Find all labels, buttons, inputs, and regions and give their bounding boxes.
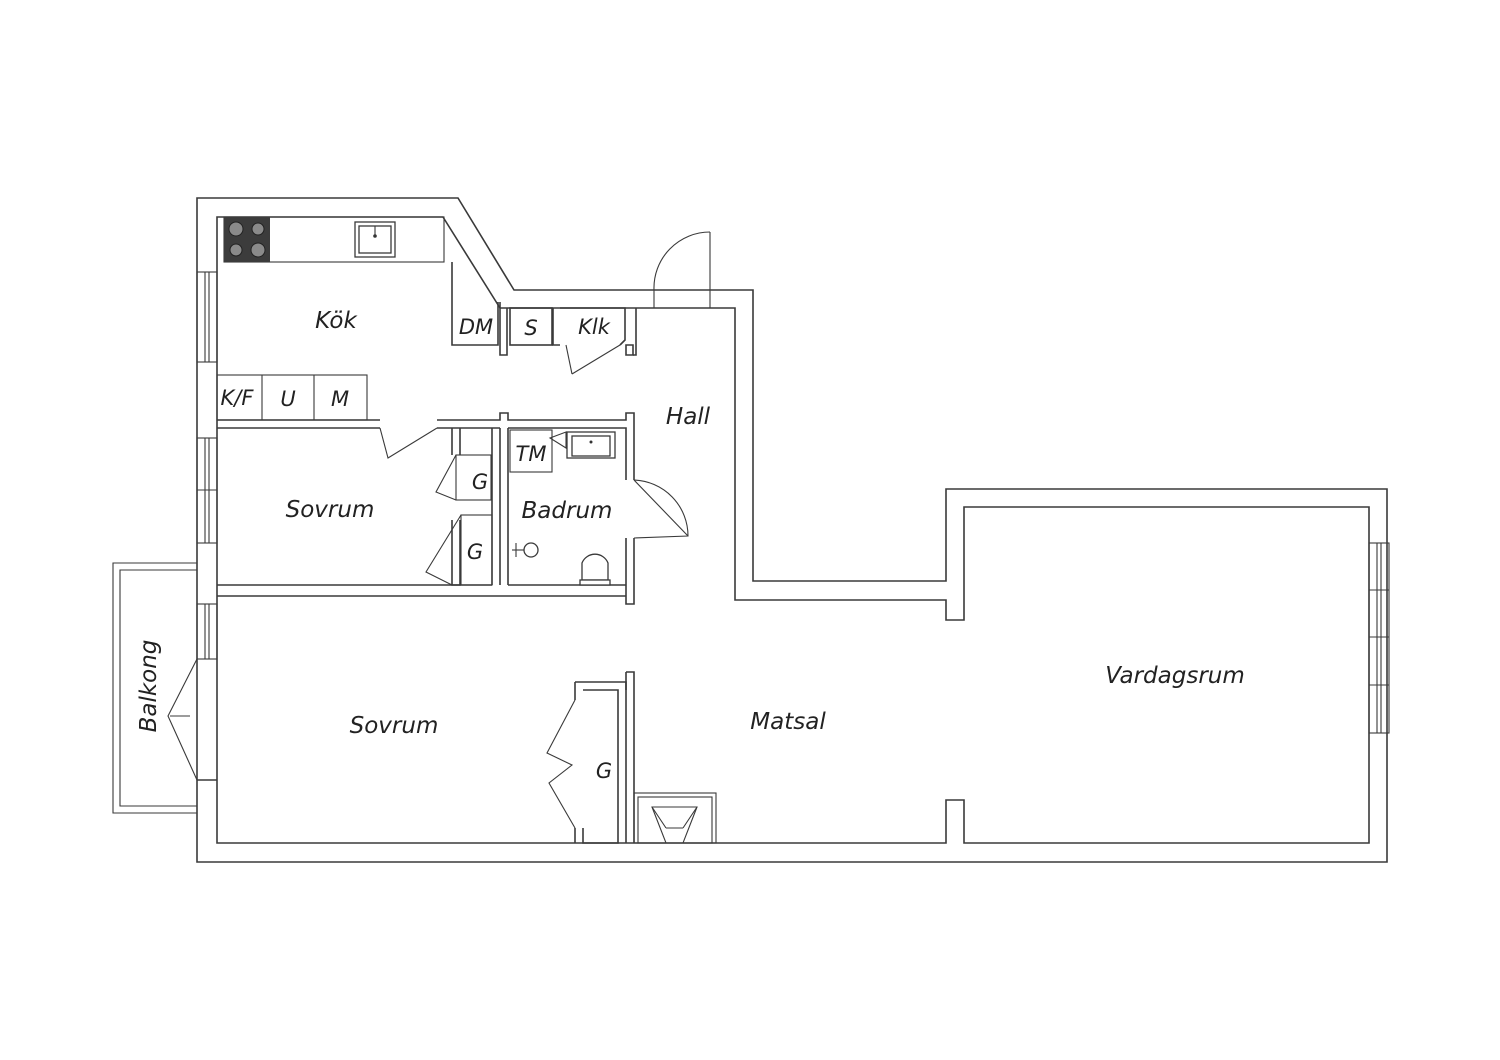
doors: [167, 231, 711, 829]
room-label-bedroom-upper: Sovrum: [286, 497, 375, 523]
room-label-balcony: Balkong: [136, 640, 162, 733]
toilet: [579, 553, 611, 586]
label-washing-machine: TM: [516, 442, 547, 466]
exterior-walls: [196, 197, 1388, 863]
fireplace: [633, 792, 717, 844]
room-label-dining: Matsal: [750, 709, 826, 735]
stove: [224, 217, 270, 262]
room-label-kitchen: Kök: [315, 308, 358, 334]
windows: [196, 271, 1390, 734]
label-storage: S: [524, 316, 537, 340]
shower: [512, 542, 539, 558]
room-label-bedroom-lower: Sovrum: [350, 713, 439, 739]
label-oven: U: [280, 387, 295, 411]
label-wardrobe-2: G: [467, 540, 483, 564]
room-label-hall: Hall: [666, 404, 711, 430]
label-wardrobe-3: G: [596, 759, 612, 783]
label-wardrobe-1: G: [472, 470, 488, 494]
room-label-bathroom: Badrum: [522, 498, 613, 524]
balcony: [112, 562, 217, 814]
bathroom-sink: [548, 431, 616, 459]
room-label-living: Vardagsrum: [1105, 663, 1245, 689]
kitchen-sink: [354, 221, 396, 258]
interior-walls: [216, 216, 637, 844]
label-coat-closet: Klk: [578, 315, 611, 339]
label-fridge-freezer: K/F: [221, 386, 255, 410]
label-dishwasher: DM: [459, 315, 493, 339]
label-microwave: M: [331, 387, 349, 411]
